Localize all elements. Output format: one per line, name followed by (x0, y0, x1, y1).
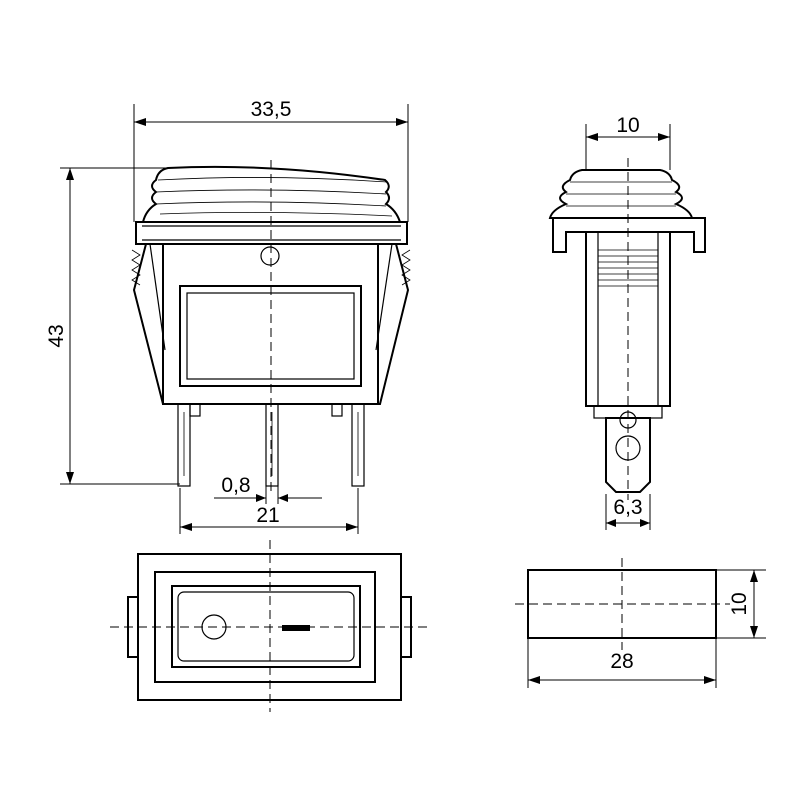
dimension-overall-height: 43 (45, 167, 180, 485)
dimension-cutout-height: 10 (716, 569, 766, 639)
dim-label-10-top: 10 (616, 114, 639, 137)
dim-label-6-3: 6,3 (613, 496, 642, 519)
dimension-cutout-length: 28 (527, 638, 717, 688)
dim-label-33-5: 33,5 (251, 98, 292, 121)
dimension-pin-width: 0,8 (214, 474, 322, 504)
panel-cutout (515, 558, 730, 650)
front-view (131, 160, 411, 496)
dimension-side-width: 10 (585, 114, 671, 170)
dim-label-10-right: 10 (728, 592, 751, 615)
dim-label-21: 21 (256, 504, 279, 527)
dimension-overall-width: 33,5 (133, 98, 409, 222)
dim-label-43: 43 (45, 324, 68, 347)
side-view (548, 158, 706, 500)
dim-label-0-8: 0,8 (221, 474, 250, 497)
dimension-terminal-width: 6,3 (605, 494, 651, 530)
dim-label-28: 28 (610, 650, 633, 673)
dimension-pin-spacing: 21 (179, 488, 359, 534)
top-view (110, 540, 428, 712)
side-ribs (598, 249, 658, 287)
